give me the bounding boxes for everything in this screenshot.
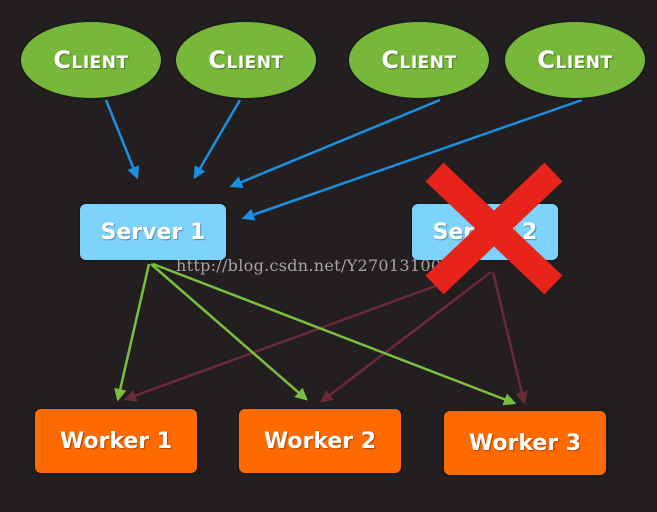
arrow-server-2-to-worker-1 xyxy=(123,278,453,402)
client-node: Client xyxy=(174,20,318,100)
arrow-server-2-to-worker-3 xyxy=(491,271,528,405)
server-2-label: Server 2 xyxy=(432,219,538,245)
arrow-server-1-to-worker-3 xyxy=(152,262,517,406)
arrow-server-1-to-worker-1 xyxy=(114,263,151,402)
server-1-node: Server 1 xyxy=(78,202,228,262)
arrow-client-3-to-server-1 xyxy=(229,98,441,188)
worker-2-node: Worker 2 xyxy=(237,407,403,475)
arrow-server-2-to-worker-2 xyxy=(320,271,492,403)
worker-1-node: Worker 1 xyxy=(33,407,199,475)
client-node: Client xyxy=(347,20,491,100)
worker-2-label: Worker 2 xyxy=(263,428,377,454)
client-label: Client xyxy=(381,46,457,74)
arrow-server-1-to-worker-2 xyxy=(150,263,308,401)
client-label: Client xyxy=(537,46,613,74)
client-label: Client xyxy=(208,46,284,74)
watermark-text: http://blog.csdn.net/Y2701310012 xyxy=(176,256,463,275)
server-1-label: Server 1 xyxy=(100,219,206,245)
arrow-client-4-to-server-1 xyxy=(241,98,583,221)
arrow-client-1-to-server-1 xyxy=(104,99,140,180)
client-label: Client xyxy=(53,46,129,74)
worker-3-node: Worker 3 xyxy=(442,409,608,477)
arrow-client-2-to-server-1 xyxy=(193,99,242,180)
client-node: Client xyxy=(19,20,163,100)
worker-3-label: Worker 3 xyxy=(468,430,582,456)
server-2-node: Server 2 xyxy=(410,202,560,262)
client-node: Client xyxy=(503,20,647,100)
worker-1-label: Worker 1 xyxy=(59,428,173,454)
